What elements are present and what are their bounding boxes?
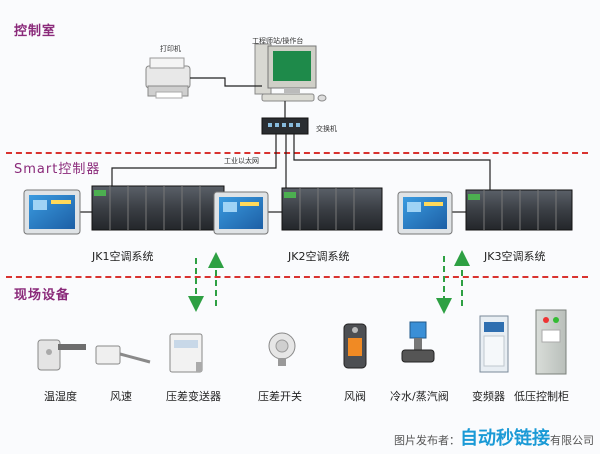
ethernet-label: 工业以太网 [224, 157, 259, 165]
signal-arrows [188, 250, 470, 314]
controller-label-jk2: JK2空调系统 [288, 250, 350, 263]
watermark: 图片发布者：自动秒链接有限公司 [394, 424, 594, 450]
pressure-transmitter-icon [169, 333, 203, 373]
printer-icon [145, 57, 191, 99]
network-switch-icon [261, 117, 309, 135]
plc-rack-1-icon [91, 185, 225, 231]
device-label-lv-cabinet: 低压控制柜 [514, 390, 569, 403]
temp-humidity-sensor-icon [37, 339, 86, 371]
hmi-panel-2-icon [213, 191, 269, 235]
device-label-air-velocity: 风速 [110, 390, 132, 403]
device-label-pressure-switch: 压差开关 [258, 390, 302, 403]
lv-cabinet-icon [535, 309, 567, 375]
damper-actuator-icon [343, 323, 367, 369]
controller-label-jk3: JK3空调系统 [484, 250, 546, 263]
watermark-prefix: 图片发布者： [394, 434, 460, 447]
vfd-icon [479, 315, 509, 373]
watermark-brand: 自动秒链接 [460, 428, 550, 449]
device-label-temp-humidity: 温湿度 [44, 390, 77, 403]
printer-label: 打印机 [160, 45, 181, 53]
device-label-damper: 风阀 [344, 390, 366, 403]
plc-rack-2-icon [281, 187, 383, 231]
switch-label: 交换机 [316, 125, 337, 133]
divider-field [6, 276, 588, 278]
device-label-vfd: 变频器 [472, 390, 505, 403]
hmi-panel-3-icon [397, 191, 453, 235]
divider-control-room [6, 152, 588, 154]
workstation-icon [254, 43, 327, 102]
workstation-label: 工程师站/操作台 [252, 37, 304, 45]
valve-actuator-icon [401, 321, 435, 363]
control-room-title: 控制室 [14, 24, 57, 39]
plc-rack-3-icon [465, 189, 573, 231]
pressure-switch-icon [268, 332, 296, 366]
field-devices-title: 现场设备 [14, 288, 71, 303]
air-velocity-sensor-icon [95, 345, 151, 365]
watermark-suffix: 有限公司 [550, 434, 594, 447]
controller-label-jk1: JK1空调系统 [92, 250, 154, 263]
smart-controller-title: Smart控制器 [14, 162, 101, 177]
device-label-pressure-transmitter: 压差变送器 [166, 390, 221, 403]
hmi-panel-1-icon [23, 189, 81, 235]
device-label-valve: 冷水/蒸汽阀 [390, 390, 449, 403]
